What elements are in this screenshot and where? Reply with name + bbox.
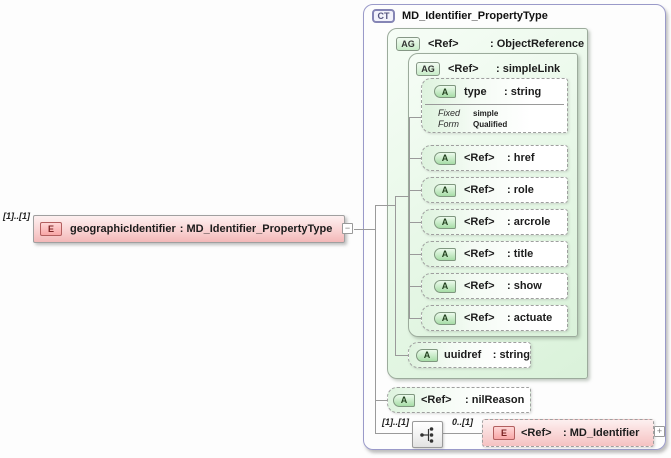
connector-line bbox=[409, 286, 422, 287]
connector-line bbox=[375, 205, 396, 206]
element-geographicidentifier[interactable]: E geographicIdentifier : MD_Identifier_P… bbox=[33, 215, 345, 243]
attribute-icon: A bbox=[434, 279, 456, 293]
connector-line bbox=[409, 318, 422, 319]
attribute-type-label: : role bbox=[507, 184, 534, 196]
attribute-group-type: : simpleLink bbox=[496, 63, 561, 75]
connector-line bbox=[375, 205, 376, 434]
connector-line bbox=[409, 117, 410, 318]
facet-label: Fixed bbox=[438, 108, 461, 118]
element-icon: E bbox=[40, 222, 62, 236]
child-occurrence-label: 0..[1] bbox=[452, 417, 474, 427]
element-md-identifier[interactable]: E <Ref> : MD_Identifier bbox=[482, 419, 654, 447]
connector-line bbox=[395, 196, 410, 197]
attribute-group-name: <Ref> bbox=[448, 63, 479, 75]
attribute-group-type: : ObjectReference bbox=[490, 38, 585, 50]
attribute-icon: A bbox=[434, 215, 456, 229]
facet-list: Fixed simple Form Qualified bbox=[438, 108, 507, 130]
facet-value: simple bbox=[473, 109, 499, 118]
attribute-name: <Ref> bbox=[464, 152, 495, 164]
element-type-label: : MD_Identifier_PropertyType bbox=[179, 223, 333, 235]
attribute-name: <Ref> bbox=[464, 248, 495, 260]
attribute-actuate[interactable]: A <Ref> : actuate bbox=[421, 305, 568, 331]
attribute-uuidref[interactable]: A uuidref : string bbox=[408, 342, 531, 368]
complex-type-title: MD_Identifier_PropertyType bbox=[402, 10, 548, 22]
expand-toggle[interactable]: + bbox=[654, 426, 665, 437]
connector-line bbox=[409, 222, 422, 223]
attribute-name: uuidref bbox=[444, 349, 482, 361]
attribute-icon: A bbox=[416, 348, 438, 362]
attribute-type-label: : string bbox=[504, 85, 542, 98]
facet-label: Form bbox=[438, 119, 459, 129]
attribute-icon: A bbox=[434, 247, 456, 261]
element-name: geographicIdentifier bbox=[70, 223, 176, 235]
connector-line bbox=[409, 254, 422, 255]
attribute-name: <Ref> bbox=[464, 280, 495, 292]
attribute-icon: A bbox=[434, 183, 456, 197]
facet-row: Form Qualified bbox=[438, 119, 507, 130]
attribute-type-label: : show bbox=[507, 280, 542, 292]
connector-line bbox=[354, 229, 375, 230]
attribute-group-name: <Ref> bbox=[428, 38, 459, 50]
connector-line bbox=[395, 196, 396, 356]
attribute-type[interactable]: A type : string Fixed simple Form Qualif… bbox=[421, 78, 568, 133]
connector-line bbox=[443, 433, 482, 434]
attribute-group-icon: AG bbox=[396, 37, 420, 51]
attribute-group-icon: AG bbox=[416, 62, 440, 76]
complex-type-panel[interactable] bbox=[363, 4, 666, 450]
facet-separator bbox=[425, 104, 564, 105]
attribute-name: <Ref> bbox=[464, 312, 495, 324]
facet-row: Fixed simple bbox=[438, 108, 507, 119]
sequence-compositor[interactable] bbox=[412, 421, 443, 448]
attribute-type-label: : href bbox=[507, 152, 535, 164]
sequence-icon bbox=[419, 426, 433, 443]
attribute-type-label: : nilReason bbox=[465, 394, 525, 406]
element-name: <Ref> bbox=[521, 427, 552, 439]
connector-line bbox=[375, 433, 412, 434]
attribute-type-label: : arcrole bbox=[507, 216, 551, 228]
collapse-toggle[interactable]: − bbox=[342, 223, 353, 234]
attribute-type-label: : actuate bbox=[507, 312, 553, 324]
complex-type-icon: CT bbox=[372, 9, 395, 23]
source-occurrence-label: [1]..[1] bbox=[3, 211, 30, 221]
attribute-name: <Ref> bbox=[421, 394, 452, 406]
attribute-type-label: : title bbox=[507, 248, 534, 260]
connector-line bbox=[375, 400, 388, 401]
sequence-occurrence-label: [1]..[1] bbox=[382, 417, 409, 427]
attribute-name: <Ref> bbox=[464, 184, 495, 196]
attribute-nilreason[interactable]: A <Ref> : nilReason bbox=[387, 387, 531, 413]
attribute-icon: A bbox=[434, 311, 456, 325]
attribute-icon: A bbox=[434, 151, 456, 165]
element-type-label: : MD_Identifier bbox=[563, 427, 640, 439]
attribute-title[interactable]: A <Ref> : title bbox=[421, 241, 568, 267]
attribute-role[interactable]: A <Ref> : role bbox=[421, 177, 568, 203]
attribute-arcrole[interactable]: A <Ref> : arcrole bbox=[421, 209, 568, 235]
connector-line bbox=[409, 158, 422, 159]
attribute-name: type bbox=[464, 85, 487, 98]
attribute-href[interactable]: A <Ref> : href bbox=[421, 145, 568, 171]
connector-line bbox=[395, 355, 409, 356]
connector-line bbox=[409, 190, 422, 191]
element-icon: E bbox=[493, 426, 515, 440]
connector-line bbox=[409, 117, 422, 118]
attribute-type-label: : string bbox=[492, 349, 530, 361]
attribute-icon: A bbox=[434, 85, 456, 98]
attribute-icon: A bbox=[393, 393, 415, 407]
attribute-show[interactable]: A <Ref> : show bbox=[421, 273, 568, 299]
facet-value: Qualified bbox=[473, 120, 508, 129]
attribute-name: <Ref> bbox=[464, 216, 495, 228]
